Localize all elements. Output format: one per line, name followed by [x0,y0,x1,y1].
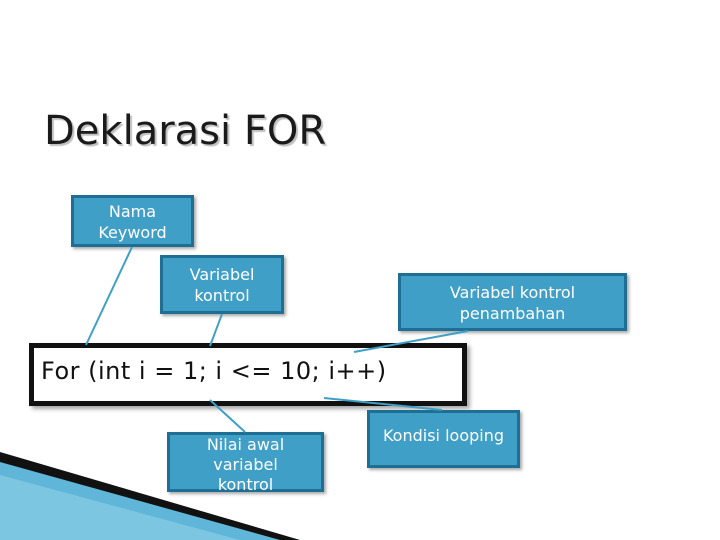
connector-nilai-awal [210,400,245,432]
connector-variabel-penambahan [354,331,468,352]
connector-variabel-kontrol [210,314,222,346]
connector-nama-keyword [86,247,132,345]
connector-kondisi-looping [324,398,442,410]
